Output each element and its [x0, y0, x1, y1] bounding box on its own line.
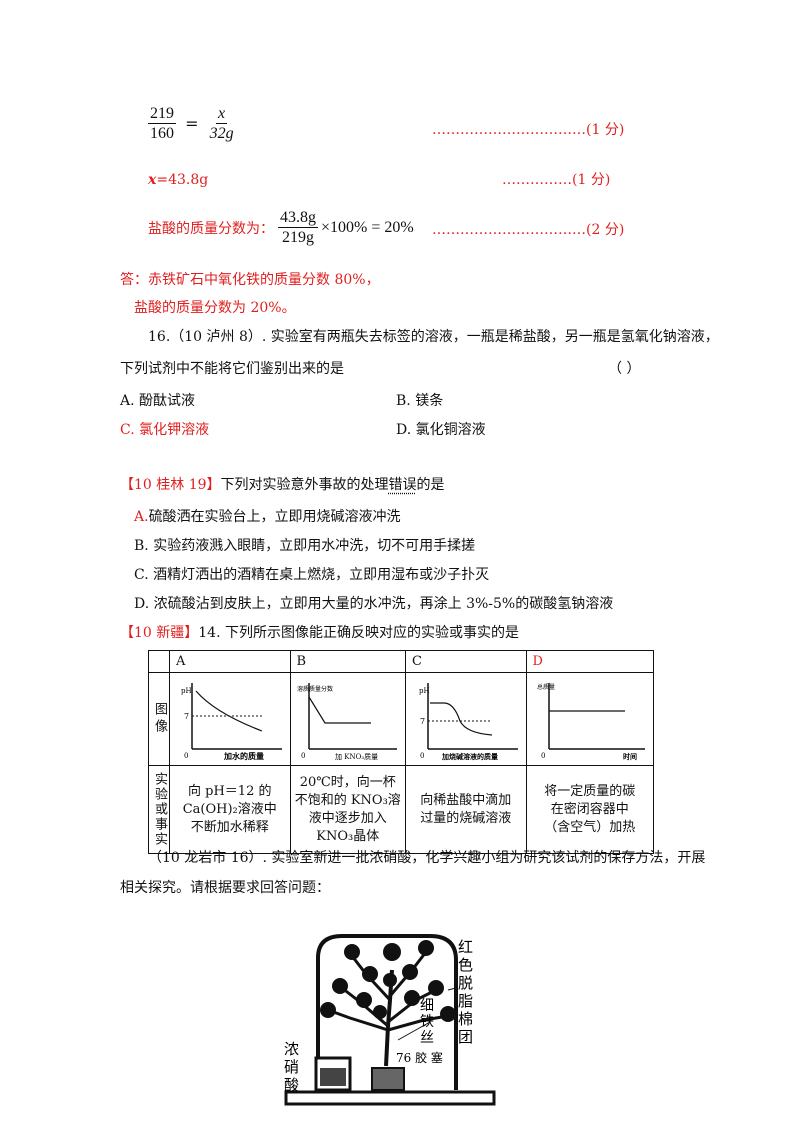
q16-stem-1: 16.（10 泸州 8）. 实验室有两瓶失去标签的溶液，一瓶是稀盐酸，另一瓶是氢… — [148, 329, 719, 345]
q16-option-a: A. 酚酞试液 — [120, 393, 196, 409]
q-guilin-option-a: A.硫酸洒在实验台上，立即用烧碱溶液冲洗 — [134, 509, 401, 525]
svg-text:硝: 硝 — [284, 1058, 299, 1076]
svg-text:铁: 铁 — [420, 1014, 434, 1030]
svg-text:细: 细 — [420, 998, 434, 1014]
fact-c: 向稀盐酸中滴加 过量的烧碱溶液 — [405, 765, 527, 854]
svg-text:加水的质量: 加水的质量 — [223, 751, 264, 761]
col-d-label: D — [525, 650, 654, 673]
svg-text:0: 0 — [420, 752, 424, 760]
q16-option-c: C. 氯化钾溶液 — [120, 422, 210, 438]
graph-c: pH 7 0 加烧碱溶液的质量 — [419, 683, 518, 761]
answer-line-2: 盐酸的质量分数为 20%。 — [134, 300, 296, 316]
svg-text:色: 色 — [458, 956, 473, 974]
svg-text:脂: 脂 — [458, 992, 473, 1010]
svg-text:棉: 棉 — [458, 1010, 473, 1028]
svg-text:脱: 脱 — [458, 974, 473, 992]
eq1-num: 219 — [148, 105, 176, 124]
q-longyan-line-1: （10 龙岩市 16）. 实验室新进一批浓硝酸，化学兴趣小组为研究该试剂的保存方… — [148, 850, 706, 866]
col-c-label: C — [405, 650, 527, 673]
eq1-score: ……………………………(1 分) — [432, 122, 625, 138]
q-guilin-option-c: C. 酒精灯洒出的酒精在桌上燃烧，立即用湿布或沙子扑灭 — [134, 567, 490, 583]
svg-text:时间: 时间 — [623, 752, 637, 761]
svg-text:溶质质量分数: 溶质质量分数 — [297, 685, 333, 693]
fact-d: 将一定质量的碳 在密闭容器中 （含空气）加热 — [525, 765, 654, 854]
apparatus-figure: 红 色 脱 脂 棉 团 细 铁 丝 76 胶 塞 浓 硝 酸 — [284, 934, 496, 1106]
graph-b-cell: 溶质质量分数 0 加 KNO₃质量 — [289, 672, 406, 766]
fact-b: 20℃时，向一杯 不饱和的 KNO₃溶 液中逐步加入 KNO₃晶体 — [289, 765, 406, 854]
graph-a-cell: pH 7 0 加水的质量 — [169, 672, 291, 766]
q16-option-d: D. 氯化铜溶液 — [396, 422, 486, 438]
svg-text:pH: pH — [181, 687, 192, 695]
fact-a: 向 pH＝12 的 Ca(OH)₂溶液中 不断加水稀释 — [169, 765, 291, 854]
svg-text:酸: 酸 — [284, 1076, 299, 1094]
q16-paren: （ ） — [608, 361, 641, 377]
svg-text:团: 团 — [458, 1028, 473, 1046]
svg-text:红: 红 — [458, 938, 473, 956]
svg-text:浓: 浓 — [284, 1040, 299, 1058]
q-guilin-option-b: B. 实验药液溅入眼睛，立即用水冲洗，切不可用手揉搓 — [134, 538, 476, 554]
svg-text:76 胶 塞: 76 胶 塞 — [396, 1050, 443, 1065]
q-guilin-stem: 【10 桂林 19】下列对实验意外事故的处理错误的是 — [120, 477, 445, 493]
q-longyan-line-2: 相关探究。请根据要求回答问题： — [120, 880, 330, 896]
graph-table: A B C D 图像 pH 7 0 加水的质量 溶质质量分数 — [148, 650, 654, 854]
graph-d: 总质量 0 时间 — [537, 683, 645, 761]
col-a-label: A — [169, 650, 291, 673]
q-guilin-tag: 【10 桂林 19】 — [120, 477, 221, 493]
q-xinjiang-tag: 【10 新疆】 — [120, 625, 199, 641]
frac-den: 219g — [282, 229, 314, 246]
svg-text:7: 7 — [420, 717, 425, 726]
svg-text:丝: 丝 — [420, 1030, 434, 1046]
svg-text:pH: pH — [419, 687, 430, 695]
frac-score: ……………………………(2 分) — [432, 222, 625, 238]
x-result: x=43.8g — [148, 172, 209, 188]
x-score: ……………(1 分) — [502, 172, 611, 188]
svg-text:7: 7 — [184, 712, 189, 721]
graph-b: 溶质质量分数 0 加 KNO₃质量 — [297, 683, 397, 761]
svg-text:0: 0 — [184, 752, 188, 760]
eq1-den: 160 — [150, 125, 174, 142]
eq1-rhs-den: 32g — [209, 125, 234, 142]
row-label-graph: 图像 — [148, 672, 170, 766]
svg-text:0: 0 — [541, 752, 545, 760]
graph-a: pH 7 0 加水的质量 — [181, 683, 282, 761]
q16-option-b: B. 镁条 — [396, 393, 444, 409]
frac-num: 43.8g — [278, 209, 318, 228]
q-guilin-option-d: D. 浓硫酸沾到皮肤上，立即用大量的水冲洗，再涂上 3%-5%的碳酸氢钠溶液 — [134, 596, 614, 612]
svg-text:总质量: 总质量 — [537, 683, 555, 691]
q-xinjiang-stem: 【10 新疆】14. 下列所示图像能正确反映对应的实验或事实的是 — [120, 625, 519, 641]
svg-text:加 KNO₃质量: 加 KNO₃质量 — [335, 752, 378, 761]
q16-stem-2: 下列试剂中不能将它们鉴别出来的是 — [120, 361, 344, 377]
graph-d-cell: 总质量 0 时间 — [525, 672, 654, 766]
row-label-fact: 实验或事实 — [148, 765, 170, 854]
col-b-label: B — [289, 650, 406, 673]
graph-c-cell: pH 7 0 加烧碱溶液的质量 — [405, 672, 527, 766]
eq1-rhs-num: x — [216, 105, 228, 124]
answer-line-1: 答：赤铁矿石中氧化铁的质量分数 80%， — [120, 272, 380, 288]
svg-text:加烧碱溶液的质量: 加烧碱溶液的质量 — [441, 752, 498, 761]
svg-text:0: 0 — [301, 752, 305, 760]
